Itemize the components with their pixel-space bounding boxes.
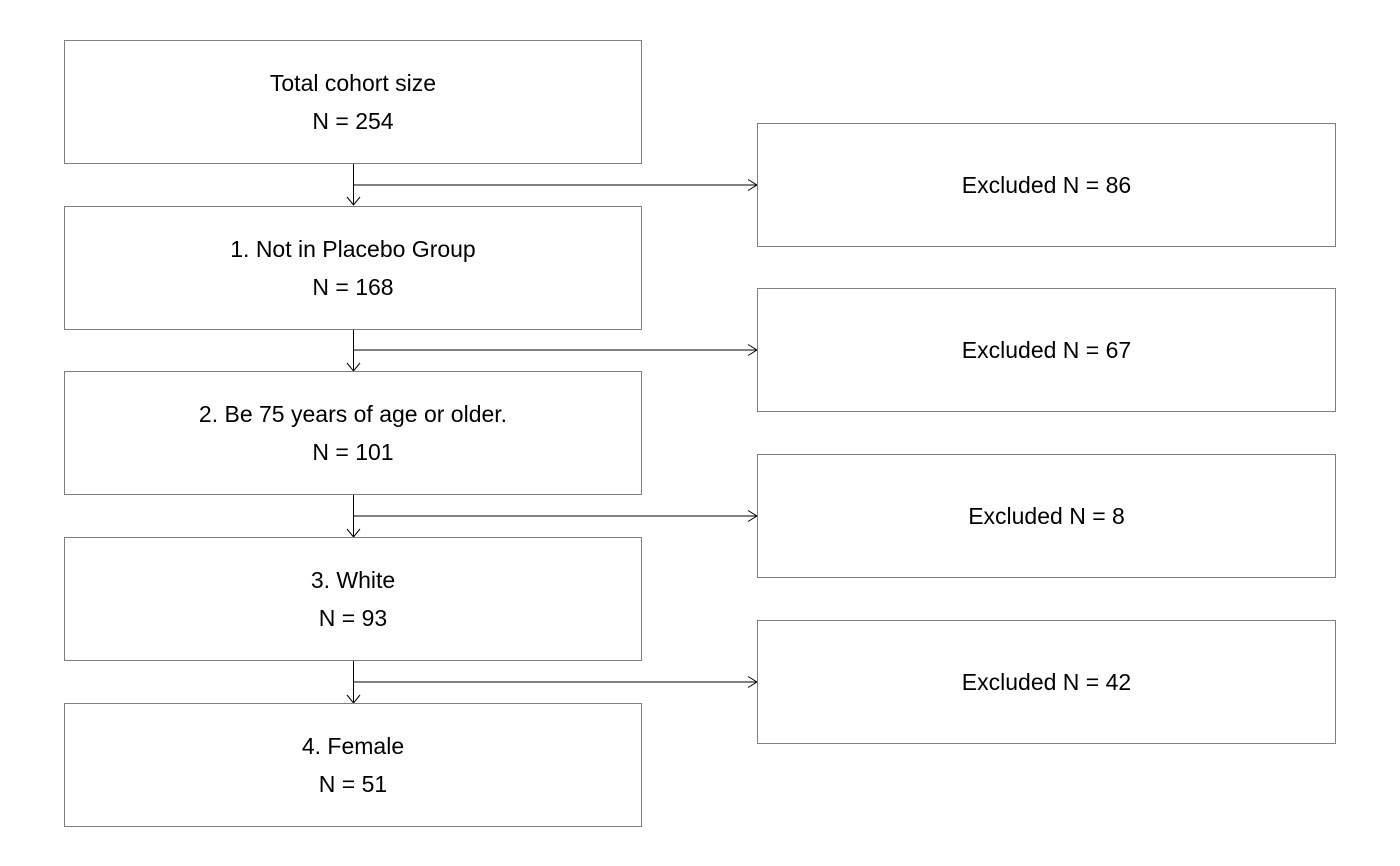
step-box-age-75-plus: 2. Be 75 years of age or older. N = 101 — [64, 371, 642, 495]
step-count: N = 168 — [312, 274, 394, 300]
connector-0 — [346, 164, 758, 206]
excluded-label: Excluded N = 42 — [961, 669, 1132, 695]
excluded-label: Excluded N = 67 — [961, 337, 1132, 363]
step-count: N = 51 — [318, 771, 388, 797]
step-label: 1. Not in Placebo Group — [230, 236, 476, 262]
down-arrowhead-0 — [346, 196, 361, 206]
step-box-not-in-placebo: 1. Not in Placebo Group N = 168 — [64, 206, 642, 330]
excluded-box-2: Excluded N = 67 — [757, 288, 1336, 412]
connector-3 — [346, 661, 758, 704]
connector-2 — [346, 495, 758, 538]
excluded-label: Excluded N = 8 — [968, 503, 1125, 529]
step-label: Total cohort size — [269, 70, 437, 96]
step-count: N = 93 — [318, 605, 388, 631]
step-box-female: 4. Female N = 51 — [64, 703, 642, 827]
step-box-total-cohort: Total cohort size N = 254 — [64, 40, 642, 164]
step-label: 4. Female — [301, 733, 405, 759]
step-count: N = 101 — [312, 439, 394, 465]
excluded-label: Excluded N = 86 — [961, 172, 1132, 198]
excluded-box-1: Excluded N = 86 — [757, 123, 1336, 247]
step-box-white: 3. White N = 93 — [64, 537, 642, 661]
excluded-box-3: Excluded N = 8 — [757, 454, 1336, 578]
step-label: 2. Be 75 years of age or older. — [198, 401, 508, 427]
step-count: N = 254 — [312, 108, 394, 134]
connector-1 — [346, 330, 758, 372]
step-label: 3. White — [310, 567, 396, 593]
excluded-box-4: Excluded N = 42 — [757, 620, 1336, 744]
